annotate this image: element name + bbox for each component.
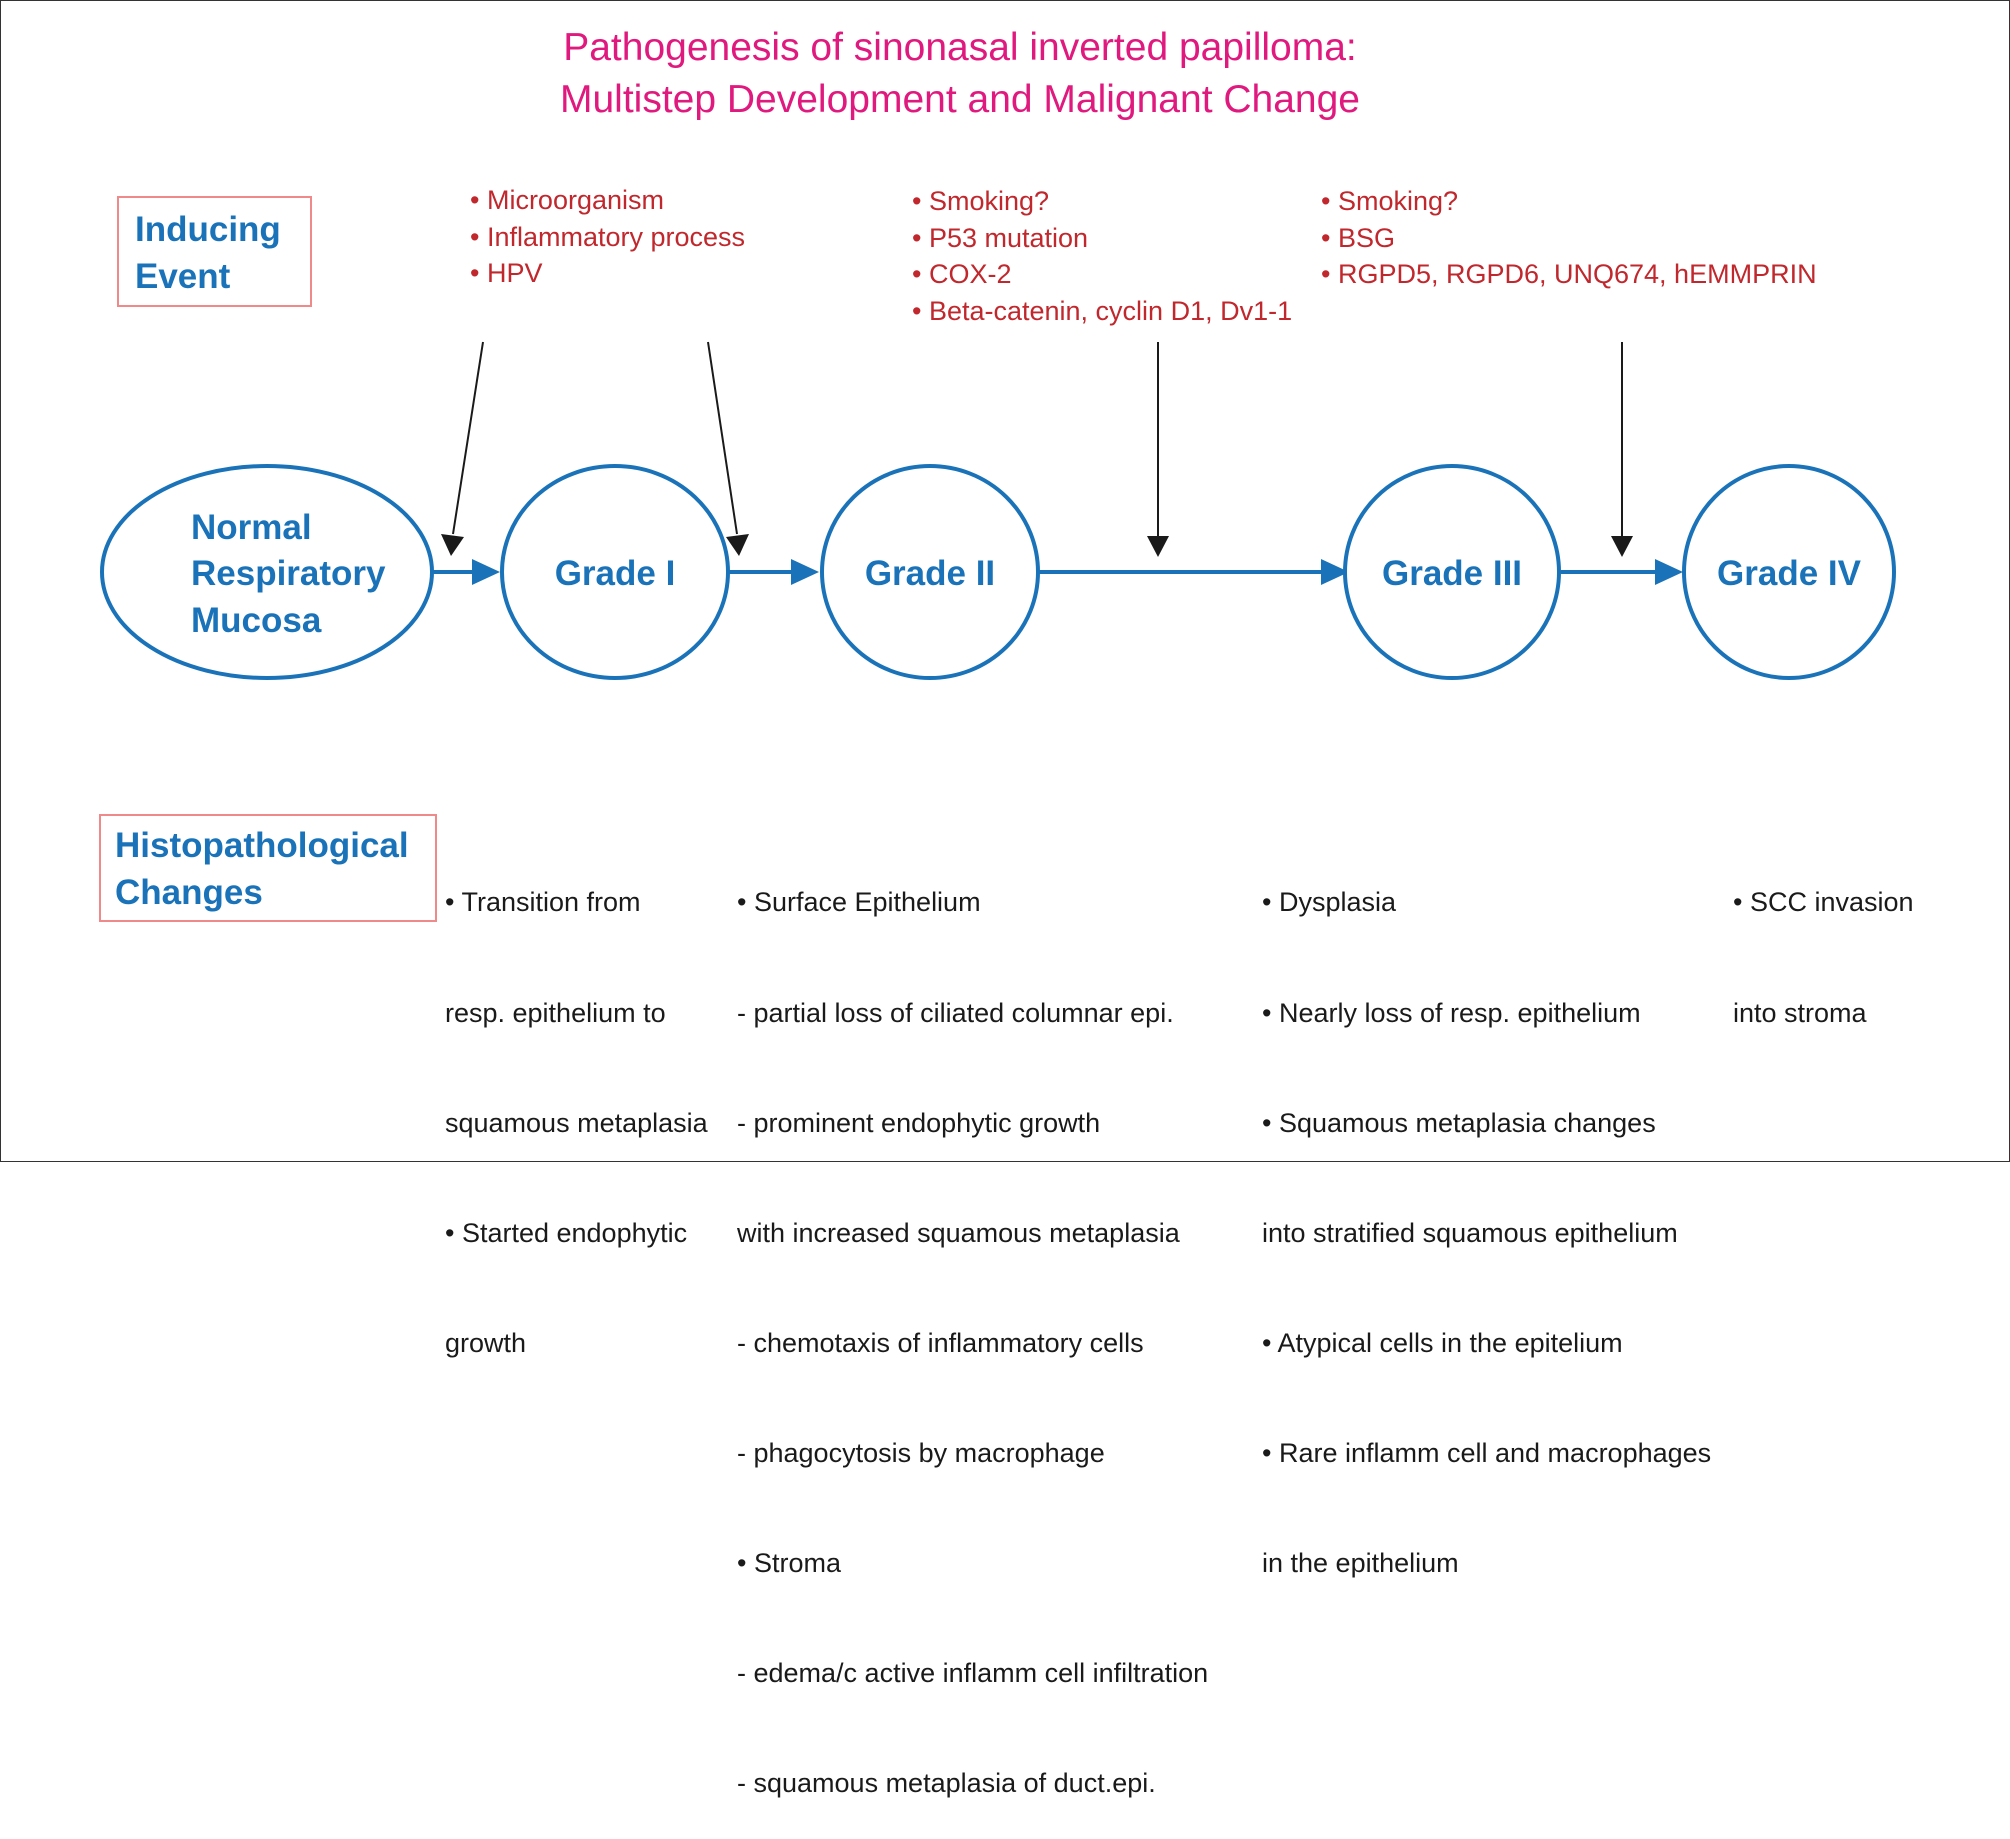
histo-change-item: in the epithelium bbox=[1262, 1548, 1459, 1579]
arrowhead-grade3-icon bbox=[1321, 559, 1349, 585]
inducing-event-item: • Inflammatory process bbox=[470, 221, 746, 252]
histo-change-item: • Atypical cells in the epitelium bbox=[1262, 1327, 1623, 1358]
histo-label-line-1: Histopathological bbox=[115, 826, 409, 865]
histo-label-line-2: Changes bbox=[115, 873, 263, 912]
inducing-arrowhead-icon bbox=[726, 534, 749, 556]
histo-change-item: • Rare inflamm cell and macrophages bbox=[1262, 1437, 1712, 1468]
inducing-event-item: • COX-2 bbox=[912, 259, 1012, 290]
histo-change-item: growth bbox=[445, 1327, 527, 1358]
histo-change-item: - edema/c active inflamm cell infiltrati… bbox=[737, 1658, 1209, 1689]
histo-change-item: - phagocytosis by macrophage bbox=[737, 1437, 1105, 1468]
inducing-event-item: • BSG bbox=[1321, 222, 1395, 253]
arrowhead-grade1-icon bbox=[472, 559, 500, 585]
title-line-1: Pathogenesis of sinonasal inverted papil… bbox=[563, 26, 1357, 69]
histo-change-item: resp. epithelium to bbox=[445, 997, 666, 1028]
inducing-arrowhead-icon bbox=[441, 534, 464, 556]
histo-change-item: • Nearly loss of resp. epithelium bbox=[1262, 997, 1641, 1028]
inducing-event-label-box: Inducing Event bbox=[117, 196, 312, 307]
histo-change-item: • Surface Epithelium bbox=[737, 887, 981, 918]
title-line-2: Multistep Development and Malignant Chan… bbox=[560, 78, 1360, 121]
histo-change-item: • Stroma bbox=[737, 1548, 841, 1579]
arrowhead-grade4-icon bbox=[1655, 559, 1683, 585]
stage-grade-1: Grade I bbox=[500, 464, 730, 680]
histo-change-item: into stratified squamous epithelium bbox=[1262, 1217, 1678, 1248]
stage-grade-3: Grade III bbox=[1343, 464, 1561, 680]
stage-label: Grade IV bbox=[1717, 554, 1862, 593]
inducing-events-grade-3-4: • Smoking? • BSG • RGPD5, RGPD6, UNQ674,… bbox=[1321, 183, 1817, 293]
histo-change-item: into stroma bbox=[1733, 997, 1867, 1028]
histo-change-item: with increased squamous metaplasia bbox=[737, 1217, 1180, 1248]
stage-label: Grade I bbox=[555, 554, 676, 593]
inducing-arrow-to-normal-grade1 bbox=[452, 341, 484, 535]
stage-label: Grade III bbox=[1382, 554, 1522, 593]
inducing-event-item: • Microorganism bbox=[470, 185, 664, 215]
inducing-event-item: • HPV bbox=[470, 258, 543, 289]
stage-grade-2: Grade II bbox=[820, 464, 1040, 680]
histo-changes-grade-4: • SCC invasion into stroma bbox=[1733, 811, 1914, 1068]
histo-change-item: • Started endophytic bbox=[445, 1217, 688, 1248]
inducing-arrowhead-icon bbox=[1147, 536, 1169, 557]
stage-normal-respiratory-mucosa: Normal Respiratory Mucosa bbox=[100, 464, 434, 680]
inducing-event-item: • Smoking? bbox=[1321, 186, 1459, 216]
diagram-title: Pathogenesis of sinonasal inverted papil… bbox=[0, 22, 1920, 126]
inducing-events-grade-1: • Microorganism • Inflammatory process •… bbox=[470, 182, 745, 292]
inducing-events-grade-2: • Smoking? • P53 mutation • COX-2 • Beta… bbox=[912, 183, 1292, 330]
arrowhead-grade2-icon bbox=[791, 559, 819, 585]
stage-grade-4: Grade IV bbox=[1682, 464, 1896, 680]
inducing-event-item: • P53 mutation bbox=[912, 222, 1089, 253]
inducing-event-arrows bbox=[441, 341, 1633, 557]
inducing-label-line-2: Event bbox=[135, 257, 231, 296]
histo-change-item: - squamous metaplasia of duct.epi. bbox=[737, 1768, 1156, 1799]
histo-change-item: - prominent endophytic growth bbox=[737, 1107, 1101, 1138]
histo-change-item: • Transition from bbox=[445, 887, 641, 918]
inducing-arrow-to-grade1-grade2 bbox=[707, 341, 738, 535]
histo-change-item: squamous metaplasia bbox=[445, 1107, 708, 1138]
stage-label-line: Mucosa bbox=[191, 601, 322, 640]
histo-change-item: • Squamous metaplasia changes bbox=[1262, 1107, 1656, 1138]
histo-change-item: • SCC invasion bbox=[1733, 887, 1914, 918]
histo-change-item: - partial loss of ciliated columnar epi. bbox=[737, 997, 1174, 1028]
stage-label: Grade II bbox=[865, 554, 995, 593]
stage-label-line: Normal bbox=[191, 508, 312, 547]
flow-diagram: Normal Respiratory Mucosa Grade I Grade … bbox=[100, 341, 1896, 680]
inducing-event-item: • Smoking? bbox=[912, 186, 1050, 216]
inducing-event-item: • Beta-catenin, cyclin D1, Dv1-1 bbox=[912, 296, 1293, 327]
inducing-event-item: • RGPD5, RGPD6, UNQ674, hEMMPRIN bbox=[1321, 259, 1817, 290]
inducing-label-line-1: Inducing bbox=[135, 210, 281, 249]
histopathological-changes-label-box: Histopathological Changes bbox=[99, 814, 437, 922]
inducing-arrowhead-icon bbox=[1611, 536, 1633, 557]
stage-label-line: Respiratory bbox=[191, 554, 386, 593]
histo-change-item: • Dysplasia bbox=[1262, 887, 1396, 918]
histo-change-item: - chemotaxis of inflammatory cells bbox=[737, 1327, 1144, 1358]
